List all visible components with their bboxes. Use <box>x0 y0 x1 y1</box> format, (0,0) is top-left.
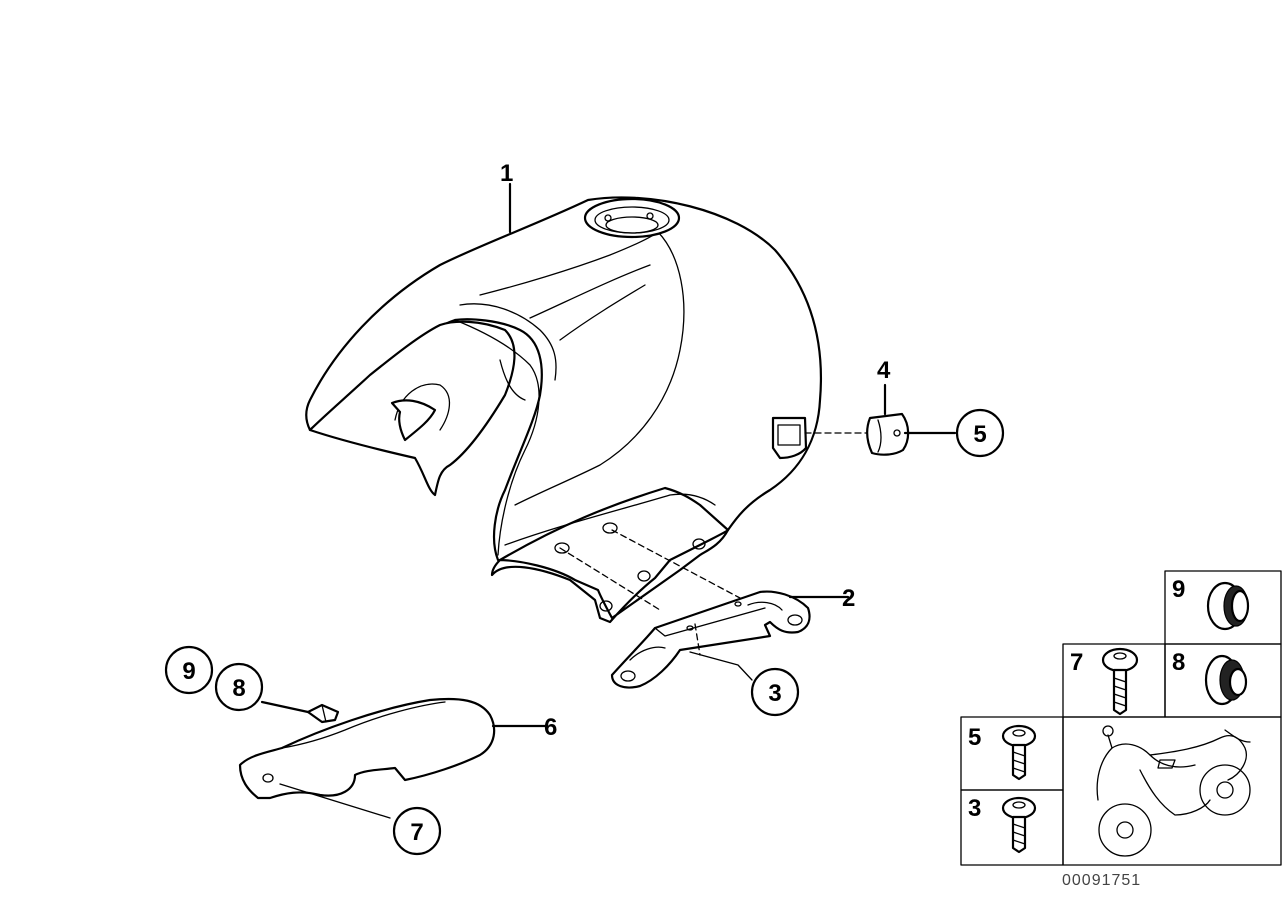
svg-text:3: 3 <box>768 680 781 707</box>
legend-screw-7: 7 <box>1070 647 1139 716</box>
drawing-number: 00091751 <box>1062 872 1141 889</box>
bracket <box>610 590 811 689</box>
callout-circle-9: 9 <box>164 645 214 695</box>
callout-1: 1 <box>500 160 513 187</box>
callout-4: 4 <box>877 357 891 384</box>
svg-text:9: 9 <box>182 658 195 685</box>
svg-text:3: 3 <box>968 795 981 822</box>
motorcycle-icon <box>1096 725 1251 857</box>
svg-text:7: 7 <box>410 819 423 846</box>
fuel-tank <box>305 196 822 624</box>
leader-lines <box>260 182 957 819</box>
parts-legend: 9 7 8 5 3 <box>960 570 1282 866</box>
clip-part-4 <box>866 412 910 456</box>
callouts: 1 2 4 6 5 3 9 8 7 <box>164 160 1005 856</box>
callout-circle-3: 3 <box>750 667 800 717</box>
callout-2: 2 <box>842 585 855 612</box>
callout-circle-7: 7 <box>392 806 442 856</box>
svg-text:8: 8 <box>232 675 245 702</box>
callout-6: 6 <box>544 714 557 741</box>
svg-text:9: 9 <box>1172 576 1185 603</box>
legend-grommet-9: 9 <box>1172 576 1250 631</box>
legend-screw-5: 5 <box>968 724 1037 781</box>
legend-grommet-8: 8 <box>1172 649 1248 706</box>
svg-text:5: 5 <box>968 724 981 751</box>
callout-circle-5: 5 <box>955 408 1005 458</box>
svg-text:7: 7 <box>1070 649 1083 676</box>
cover <box>238 697 496 800</box>
svg-text:8: 8 <box>1172 649 1185 676</box>
callout-circle-8: 8 <box>214 662 264 712</box>
clip-part-8 <box>306 703 340 724</box>
legend-screw-3: 3 <box>968 795 1037 854</box>
svg-text:5: 5 <box>973 421 986 448</box>
